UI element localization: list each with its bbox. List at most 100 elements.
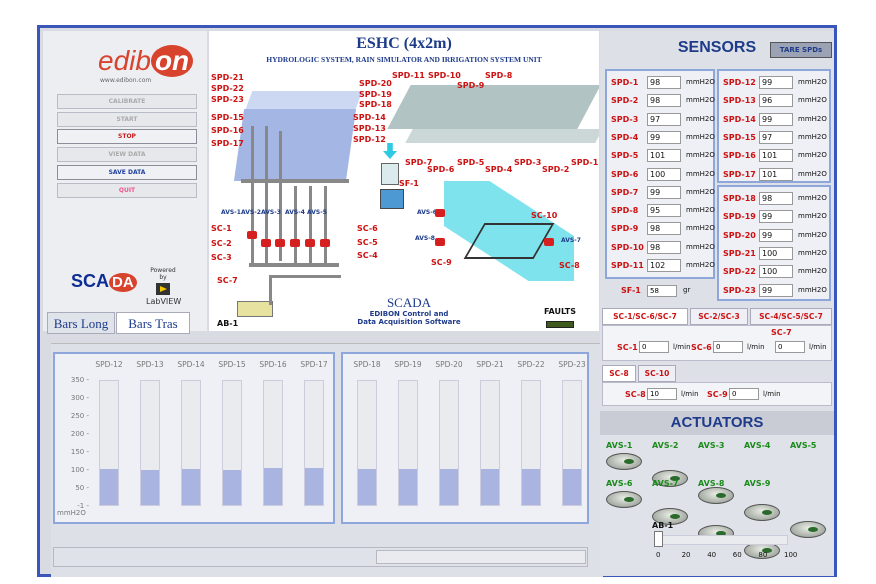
sensor-unit: mmH2O	[686, 206, 715, 215]
label-avs3: AVS-3	[261, 209, 281, 216]
toggle-avs-7[interactable]	[652, 508, 688, 525]
toggle-avs-5[interactable]	[790, 521, 826, 538]
pipe	[251, 126, 254, 266]
label-spd17: SPD-17	[211, 139, 244, 148]
sc9-value: 0	[729, 388, 759, 400]
valve-sc1	[247, 231, 257, 239]
tab-sc2-sc3[interactable]: SC-2/SC-3	[690, 308, 748, 325]
sensor-value: 98	[647, 222, 681, 236]
pipe	[309, 186, 312, 266]
sensor-unit: mmH2O	[686, 187, 715, 196]
sensor-label: SPD-20	[723, 230, 756, 240]
label-sf1: SF-1	[399, 179, 419, 188]
toggle-avs-3[interactable]	[698, 487, 734, 504]
sensor-label: SPD-13	[723, 96, 756, 106]
tab-sc8[interactable]: SC-8	[602, 365, 636, 382]
ab1-slider-track[interactable]	[658, 535, 788, 545]
y-tick-label: 100 -	[70, 465, 89, 474]
sc9-label: SC-9	[707, 390, 728, 399]
bar-label-spd-12: SPD-12	[95, 360, 123, 369]
labview-badge: Powered by LabVIEW	[146, 267, 181, 306]
sf1-label: SF-1	[621, 286, 641, 295]
sensor-label: SPD-7	[611, 187, 639, 197]
label-sc9: SC-9	[431, 258, 452, 267]
label-spd1: SPD-1	[571, 158, 599, 167]
tab-sc10[interactable]: SC-10	[638, 365, 676, 382]
label-sc10: SC-10	[531, 211, 558, 220]
sensor-value: 99	[759, 210, 793, 224]
powered-by-label: Powered by	[150, 267, 176, 281]
pipe	[271, 275, 341, 278]
sensor-unit: mmH2O	[686, 78, 715, 86]
edibon-url: www.edibon.com	[100, 77, 152, 84]
bar-track-spd-13	[140, 380, 160, 506]
sf1-value: 58	[647, 285, 677, 297]
save-data-button[interactable]: SAVE DATA	[57, 165, 197, 180]
sensor-unit: mmH2O	[686, 96, 715, 105]
y-tick-label: 350 -	[70, 376, 89, 384]
sensor-value: 102	[647, 259, 681, 272]
scada-caption-line2: Data Acquisition Software	[357, 318, 461, 326]
flow-meter-sf1	[381, 163, 399, 185]
toggle-avs-2[interactable]	[652, 470, 688, 487]
sensor-label: SPD-16	[723, 151, 756, 161]
bar-label-spd-17: SPD-17	[300, 360, 328, 369]
sensor-unit: mmH2O	[798, 114, 827, 123]
label-spd22: SPD-22	[211, 84, 244, 93]
sensor-label: SPD-21	[723, 248, 756, 258]
sc9-unit: l/min	[763, 390, 781, 398]
tare-spds-button[interactable]: TARE SPDs	[770, 42, 832, 58]
view-data-button[interactable]: VIEW DATA	[57, 147, 197, 162]
quit-button[interactable]: QUIT	[57, 183, 197, 198]
slider-tick-label: 0	[656, 551, 661, 559]
sensor-label: SPD-11	[611, 261, 644, 270]
sensor-unit: mmH2O	[686, 261, 715, 269]
sensor-value: 100	[759, 265, 793, 279]
calibrate-button[interactable]: CALIBRATE	[57, 94, 197, 109]
tab-bars-long[interactable]: Bars Long	[47, 312, 115, 334]
sensor-value: 99	[759, 228, 793, 242]
label-spd11: SPD-11	[392, 71, 425, 80]
ab1-slider-thumb[interactable]	[654, 531, 663, 547]
pump-ab1	[237, 301, 273, 317]
sensor-label: SPD-2	[611, 96, 639, 106]
bar-fill-spd-23	[563, 469, 581, 505]
label-spd7: SPD-7	[405, 158, 433, 167]
stop-button[interactable]: STOP	[57, 129, 197, 144]
sensor-label: SPD-10	[611, 242, 644, 252]
bar-track-spd-16	[263, 380, 283, 506]
bar-fill-spd-13	[141, 470, 159, 505]
sc8-value: 10	[647, 388, 677, 400]
start-button[interactable]: START	[57, 112, 197, 127]
bar-track-spd-12	[99, 380, 119, 506]
bar-label-spd-14: SPD-14	[177, 360, 205, 369]
tab-sc1-sc6-sc7[interactable]: SC-1/SC-6/SC-7	[602, 308, 688, 325]
toggle-avs-4[interactable]	[744, 504, 780, 521]
actuator-label-avs-6: AVS-6	[606, 479, 633, 488]
sensor-label: SPD-1	[611, 78, 639, 87]
label-sc5: SC-5	[357, 238, 378, 247]
tab-bars-tras[interactable]: Bars Tras	[116, 312, 190, 334]
sensor-value: 99	[759, 283, 793, 297]
sc1-value: 0	[639, 341, 669, 353]
actuator-label-avs-4: AVS-4	[744, 441, 771, 450]
tab-sc4-sc5-sc7[interactable]: SC-4/SC-5/SC-7	[750, 308, 832, 325]
label-spd6: SPD-6	[427, 165, 455, 174]
actuator-label-avs-3: AVS-3	[698, 441, 725, 450]
bar-fill-spd-22	[522, 468, 540, 505]
sensor-value: 101	[759, 149, 793, 163]
toggle-avs-1[interactable]	[606, 453, 642, 470]
label-avs2: AVS-2	[241, 209, 261, 216]
sf1-unit: gr	[683, 286, 691, 294]
sensor-value: 98	[647, 76, 681, 89]
toggle-avs-6[interactable]	[606, 491, 642, 508]
